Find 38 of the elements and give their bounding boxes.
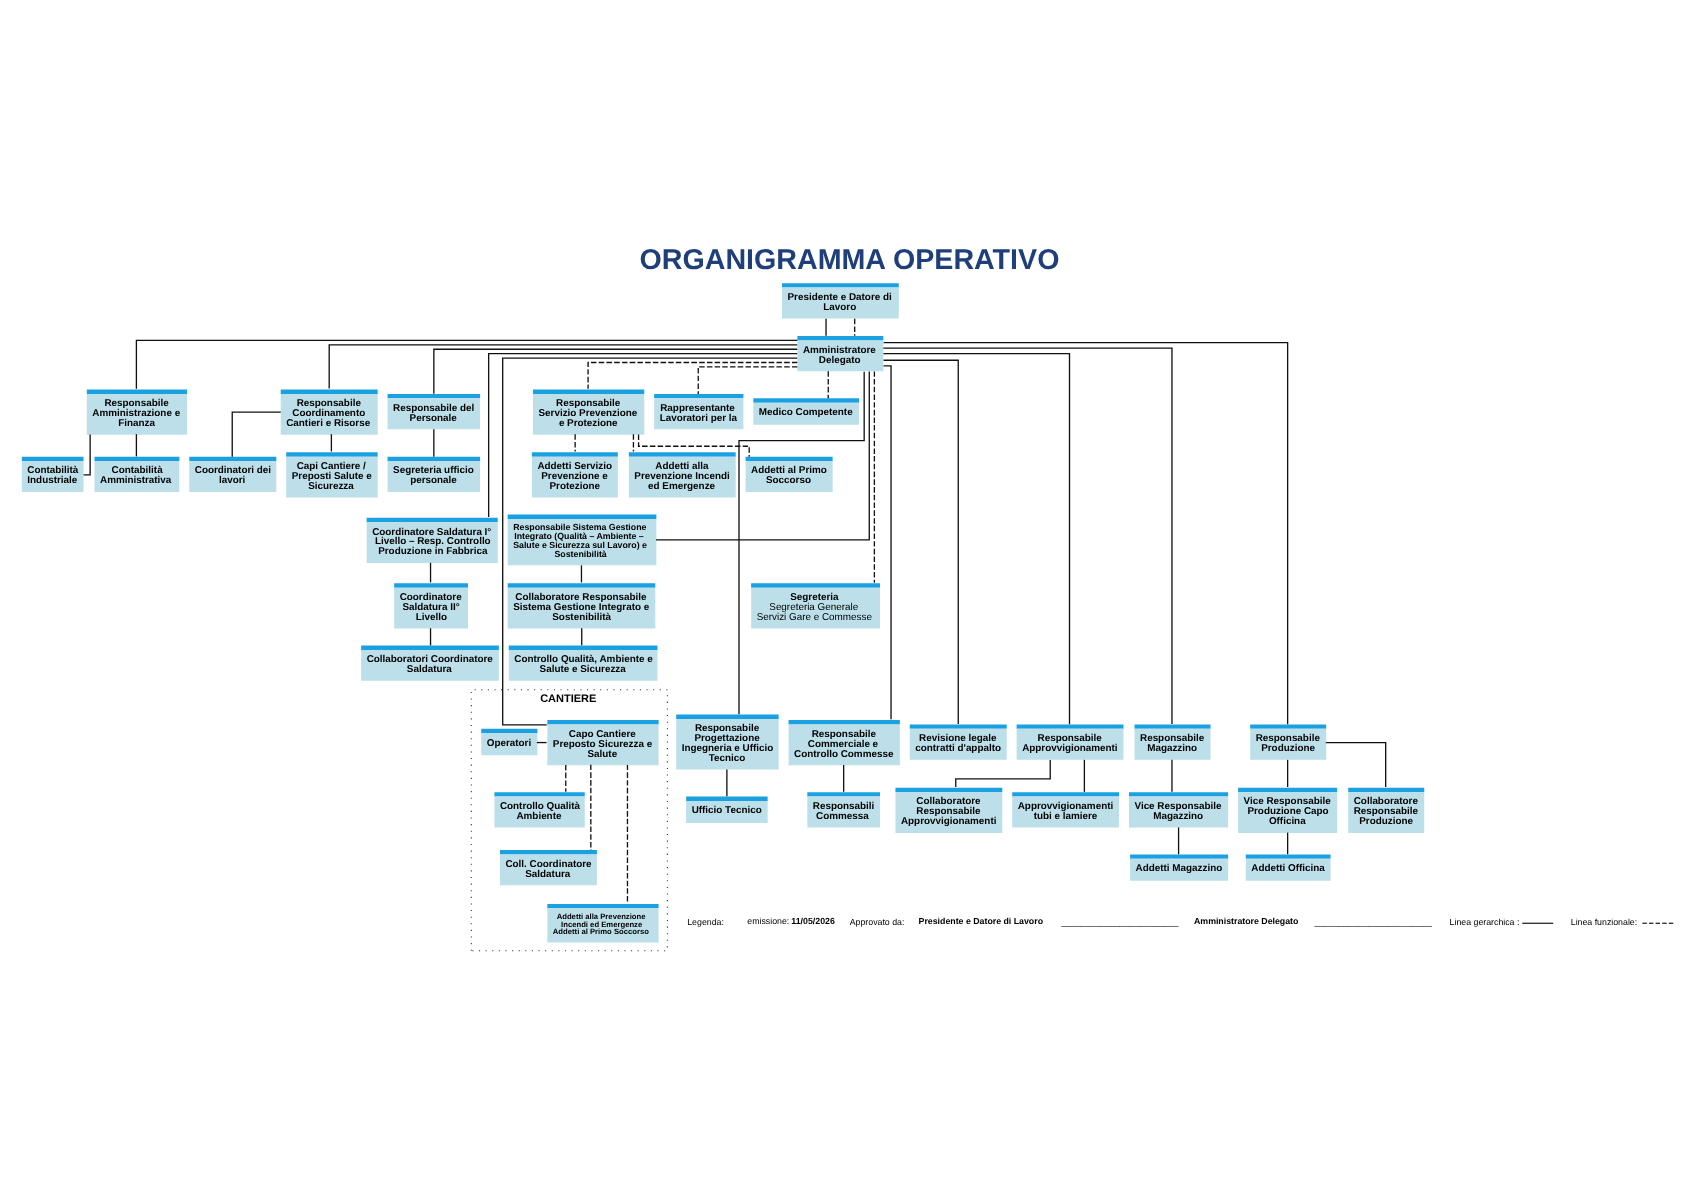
- connector: [1287, 830, 1289, 854]
- connector: [854, 317, 856, 336]
- connector: [632, 432, 635, 452]
- connector: [231, 410, 282, 457]
- connector: [726, 767, 728, 796]
- connector: [637, 432, 750, 457]
- connector: [488, 352, 798, 517]
- connector: [590, 763, 592, 850]
- connector: [433, 347, 798, 394]
- connector: [626, 763, 629, 903]
- connector: [1083, 758, 1086, 792]
- connector: [433, 427, 435, 457]
- connector: [827, 369, 829, 398]
- connector: [1287, 758, 1289, 787]
- connector: [502, 356, 798, 725]
- connector: [882, 364, 892, 719]
- connector: [882, 346, 1173, 724]
- connector: [574, 432, 576, 452]
- connector: [697, 365, 798, 394]
- connector: [135, 338, 799, 389]
- connector: [565, 763, 567, 792]
- connector: [873, 369, 876, 583]
- connector: [883, 341, 1289, 724]
- connector: [135, 432, 138, 457]
- connector: [429, 561, 432, 583]
- connector: [1325, 740, 1387, 787]
- connector: [1171, 758, 1173, 792]
- connector: [882, 358, 959, 724]
- connector: [82, 432, 91, 475]
- connector: [587, 360, 798, 389]
- connector: [882, 352, 1071, 724]
- connector: [843, 763, 845, 792]
- connector: [1177, 825, 1180, 854]
- connector: [825, 317, 827, 336]
- connector: [328, 343, 798, 389]
- connector: [738, 370, 865, 714]
- connector: [955, 758, 1051, 787]
- diagram-title: ORGANIGRAMMA OPERATIVO: [639, 243, 1060, 276]
